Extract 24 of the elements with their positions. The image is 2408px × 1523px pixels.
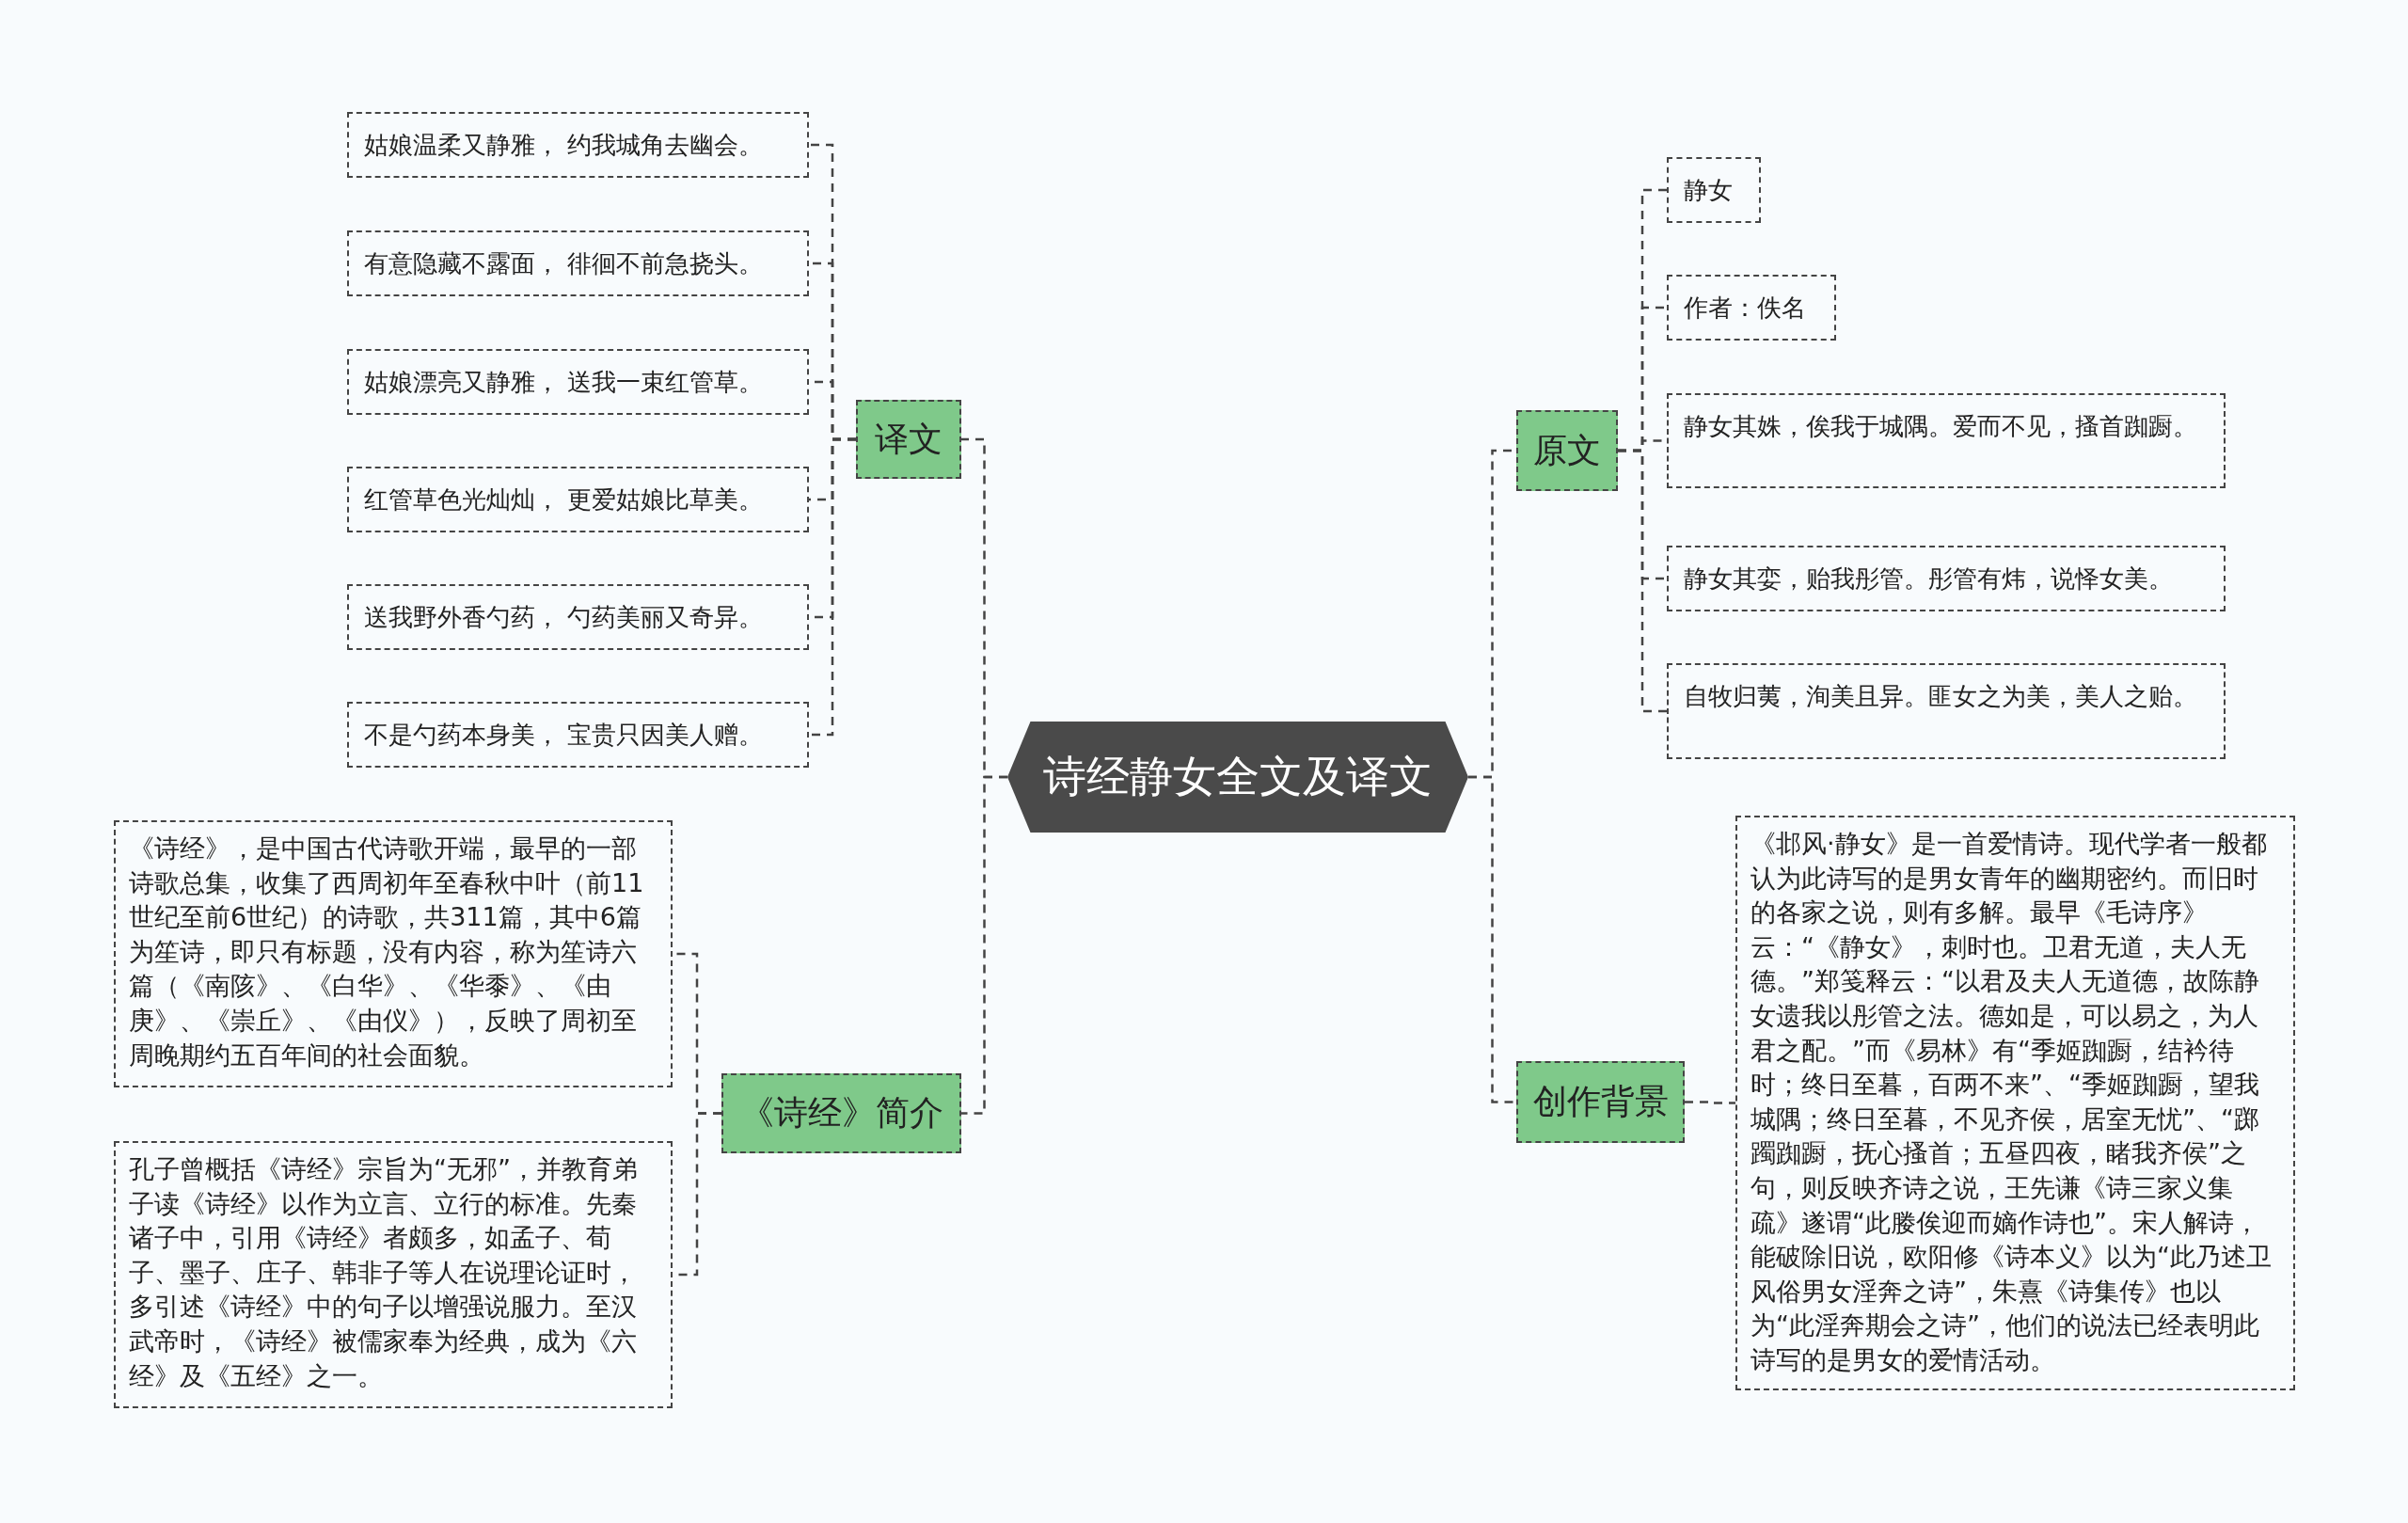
text-card: 有意隐藏不露面， 徘徊不前急挠头。 [347,230,809,296]
text-card: 姑娘温柔又静雅， 约我城角去幽会。 [347,112,809,178]
connector-line [809,437,856,737]
branch-topic: 创作背景 [1516,1061,1685,1143]
central-topic: 诗经静女全文及译文 [1007,722,1468,833]
text-card: 不是勺药本身美， 宝贵只因美人赠。 [347,702,809,768]
text-card: 自牧归荑，洵美且异。匪女之为美，美人之贻。 [1667,663,2226,759]
branch-topic: 原文 [1516,410,1618,491]
connector-line [1618,449,1667,713]
text-card: 作者：佚名 [1667,275,1836,341]
text-card: 孔子曾概括《诗经》宗旨为“无邪”，并教育弟子读《诗经》以作为立言、立行的标准。先秦诸子中，引用《诗经》者颇多，如孟子、荀子、墨子、庄子、韩非子等人在说理论证时，多引述《诗经》中的句子以增强说服力。至汉武帝时，《诗经》被儒家奉为经典，成为《六经》及《五经》之一。 [114,1141,673,1408]
text-card: 静女 [1667,157,1761,223]
branch-topic: 《诗经》简介 [721,1073,961,1153]
text-card: 姑娘漂亮又静雅， 送我一束红管草。 [347,349,809,415]
connector-line [1685,1101,1735,1104]
connector-line [961,775,1007,1115]
text-card: 送我野外香勺药， 勺药美丽又奇异。 [347,584,809,650]
text-card: 静女其姝，俟我于城隅。爱而不见，搔首踟蹰。 [1667,393,2226,488]
text-card: 静女其娈，贻我彤管。彤管有炜，说怿女美。 [1667,546,2226,611]
text-card: 《邶风·静女》是一首爱情诗。现代学者一般都认为此诗写的是男女青年的幽期密约。而旧时的各家之说，则有多解。最早《毛诗序》云：“《静女》，刺时也。卫君无道，夫人无德。”郑笺释云：“以君及夫人无道德，故陈静女遗我以彤管之法。德如是，可以易之，为人君之配。”而《易林》有“季姬踟蹰，结衿待时；终日至暮，百两不来”、“季姬踟蹰，望我城隅；终日至暮，不见齐侯，居室无忧”、“踯躅踟蹰，抚心搔首；五昼四夜，睹我齐侯”之句，则反映齐诗之说，王先谦《诗三家义集疏》遂谓“此媵俟迎而嫡作诗也”。宋人解诗，能破除旧说，欧阳修《诗本义》以为“此乃述卫风俗男女淫奔之诗”，朱熹《诗集传》也以为“此淫奔期会之诗”，他们的说法已经表明此诗写的是男女的爱情活动。 [1735,816,2295,1390]
branch-topic: 译文 [856,400,961,479]
text-card: 红管草色光灿灿， 更爱姑娘比草美。 [347,467,809,532]
connector-line [1468,775,1516,1103]
text-card: 《诗经》，是中国古代诗歌开端，最早的一部诗歌总集，收集了西周初年至春秋中叶（前11世纪至前6世纪）的诗歌，共311篇，其中6篇为笙诗，即只有标题，没有内容，称为笙诗六篇（《南陔》、《白华》、《华黍》、《由庚》、《崇丘》、《由仪》），反映了周初至周晚期约五百年间的社会面貌。 [114,820,673,1087]
